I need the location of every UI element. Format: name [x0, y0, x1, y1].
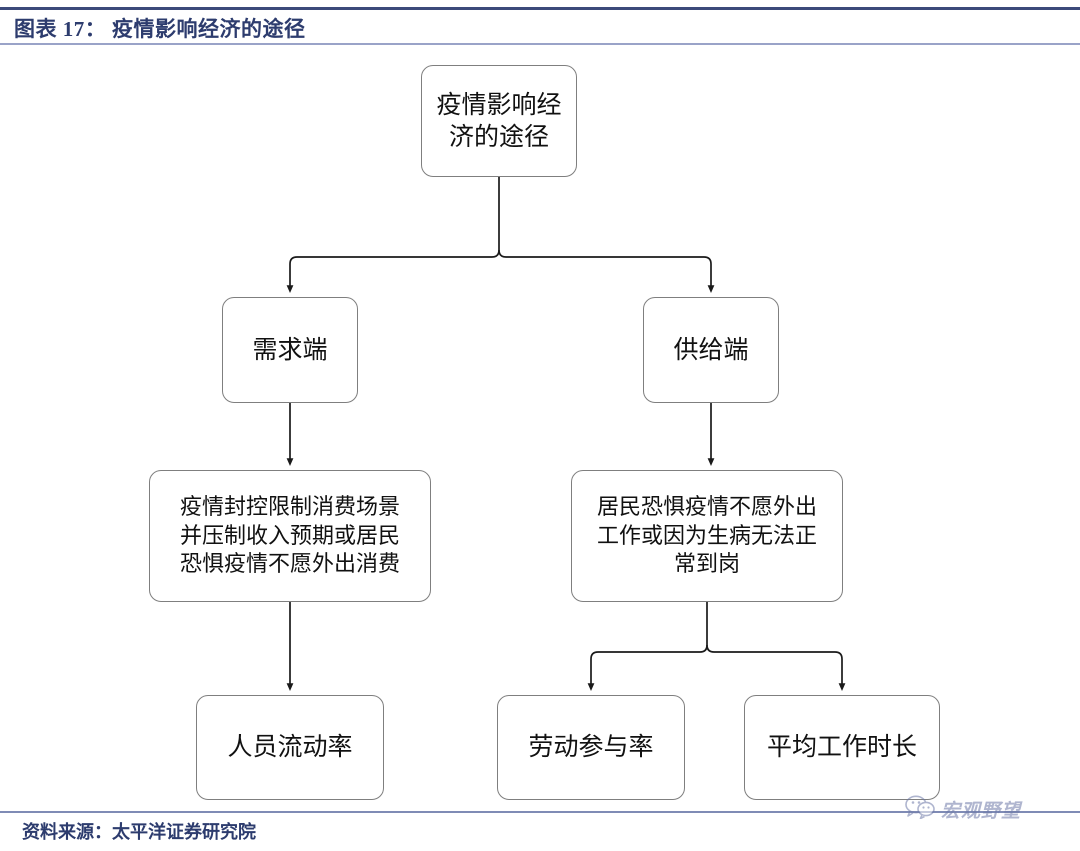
edge-supply-detail-to-hours	[706, 644, 846, 692]
node-labor-participation-rate[interactable]: 劳动参与率	[497, 695, 685, 800]
flowchart-canvas: 疫情影响经 济的途径 需求端 供给端 疫情封控限制消费场景 并压制收入预期或居民…	[0, 45, 1080, 811]
page-title: 图表 17： 疫情影响经济的途径	[14, 17, 306, 41]
node-average-work-hours-label: 平均工作时长	[766, 733, 917, 762]
node-labor-participation-rate-label: 劳动参与率	[528, 733, 654, 762]
watermark: 宏观野望	[905, 795, 1021, 824]
edge-root-to-supply	[498, 249, 715, 294]
node-demand-detail[interactable]: 疫情封控限制消费场景 并压制收入预期或居民 恐惧疫情不愿外出消费	[149, 470, 431, 602]
node-demand-side[interactable]: 需求端	[222, 297, 358, 403]
node-demand-side-label: 需求端	[252, 335, 328, 364]
node-mobility-rate-label: 人员流动率	[227, 733, 353, 762]
node-mobility-rate[interactable]: 人员流动率	[196, 695, 384, 800]
node-average-work-hours[interactable]: 平均工作时长	[744, 695, 940, 800]
node-supply-side[interactable]: 供给端	[643, 297, 779, 403]
edge-supply-detail-to-lfpr	[587, 644, 708, 692]
footer-rule	[0, 811, 1080, 813]
node-supply-detail-label: 居民恐惧疫情不愿外出 工作或因为生病无法正 常到岗	[596, 494, 817, 577]
source-note: 资料来源：太平洋证券研究院	[22, 822, 256, 842]
header-top-rule	[0, 7, 1080, 10]
node-supply-detail[interactable]: 居民恐惧疫情不愿外出 工作或因为生病无法正 常到岗	[571, 470, 843, 602]
flowchart-edges	[286, 177, 846, 692]
header-bottom-rule	[0, 43, 1080, 45]
wechat-icon	[905, 795, 935, 824]
node-root[interactable]: 疫情影响经 济的途径	[421, 65, 577, 177]
watermark-text: 宏观野望	[941, 801, 1022, 822]
node-supply-side-label: 供给端	[673, 335, 749, 364]
node-demand-detail-label: 疫情封控限制消费场景 并压制收入预期或居民 恐惧疫情不愿外出消费	[179, 494, 400, 577]
node-root-label: 疫情影响经 济的途径	[436, 90, 562, 152]
edge-root-to-demand	[286, 249, 500, 294]
